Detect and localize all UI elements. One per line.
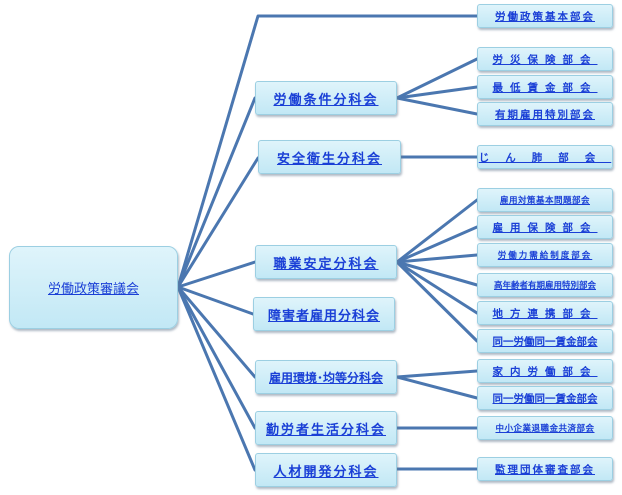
connector-root-seisaku <box>176 14 479 289</box>
subcouncil-chihou-renkei[interactable]: 地方連携部会 <box>477 301 613 325</box>
subcouncil-seisaku-kihon[interactable]: 労働政策基本部会 <box>477 4 613 28</box>
subcouncil-kanai-roudou-label[interactable]: 家内労働部会 <box>492 365 598 378</box>
connector-chihou <box>395 260 479 315</box>
council-jinzai[interactable]: 人材開発分科会 <box>255 453 397 487</box>
council-shougaisha-label[interactable]: 障害者雇用分科会 <box>267 308 380 324</box>
connector-root-shokugyou <box>176 260 257 289</box>
subcouncil-jinpai-label[interactable]: じん肺部会 <box>478 151 612 164</box>
council-koyou-kankyou[interactable]: 雇用環境･均等分科会 <box>255 360 397 394</box>
council-kinrousha-label[interactable]: 勤労者生活分科会 <box>265 422 386 438</box>
council-shokugyou-antei[interactable]: 職業安定分科会 <box>255 245 397 279</box>
subcouncil-chuushou-kigyou-label[interactable]: 中小企業退職金共済部会 <box>495 424 595 434</box>
subcouncil-jinpai[interactable]: じん肺部会 <box>477 145 613 169</box>
subcouncil-juukyuu-seido-label[interactable]: 労働力需給制度部会 <box>497 251 593 261</box>
subcouncil-rousai-hoken[interactable]: 労災保険部会 <box>477 47 613 71</box>
subcouncil-koyou-taisaku-label[interactable]: 雇用対策基本問題部会 <box>499 196 590 206</box>
subcouncil-douitsu-1[interactable]: 同一労働同一賃金部会 <box>477 329 613 353</box>
subcouncil-rousai-hoken-label[interactable]: 労災保険部会 <box>492 53 598 66</box>
connector-root-kinrousha <box>176 285 257 430</box>
connector-yuuki <box>395 96 479 116</box>
connector-koureisha <box>395 260 479 287</box>
connector-douitsu2 <box>395 375 479 400</box>
subcouncil-saitei-chingin[interactable]: 最低賃金部会 <box>477 75 613 99</box>
subcouncil-saitei-chingin-label[interactable]: 最低賃金部会 <box>492 81 598 94</box>
subcouncil-chihou-renkei-label[interactable]: 地方連携部会 <box>492 307 598 320</box>
connector-saitei <box>395 85 479 100</box>
connector-koyou-taisaku <box>395 198 479 264</box>
root-council-label[interactable]: 労働政策審議会 <box>47 282 139 297</box>
connector-douitsu1 <box>395 260 479 343</box>
connector-juukyuu <box>395 253 479 264</box>
subcouncil-seisaku-kihon-label[interactable]: 労働政策基本部会 <box>495 10 595 23</box>
connector-root-koyou-kankyou <box>176 285 257 379</box>
subcouncil-koyou-hoken[interactable]: 雇用保険部会 <box>477 215 613 239</box>
council-koyou-kankyou-label[interactable]: 雇用環境･均等分科会 <box>268 370 383 385</box>
subcouncil-chuushou-kigyou[interactable]: 中小企業退職金共済部会 <box>477 416 613 440</box>
council-roudou-jouken-label[interactable]: 労働条件分科会 <box>273 92 379 108</box>
connector-kanai <box>395 369 479 379</box>
council-roudou-jouken[interactable]: 労働条件分科会 <box>255 81 397 115</box>
subcouncil-koureisha-label[interactable]: 高年齢者有期雇用特別部会 <box>493 281 596 291</box>
subcouncil-douitsu-1-label[interactable]: 同一労働同一賃金部会 <box>492 335 598 348</box>
subcouncil-juukyuu-seido[interactable]: 労働力需給制度部会 <box>477 243 613 267</box>
subcouncil-yuuki-koyou-label[interactable]: 有期雇用特別部会 <box>495 108 595 121</box>
subcouncil-douitsu-2[interactable]: 同一労働同一賃金部会 <box>477 386 613 410</box>
connector-root-jinzai <box>176 285 257 472</box>
subcouncil-koureisha[interactable]: 高年齢者有期雇用特別部会 <box>477 273 613 297</box>
council-kinrousha[interactable]: 勤労者生活分科会 <box>255 411 397 445</box>
council-anzen-eisei-label[interactable]: 安全衛生分科会 <box>276 151 382 167</box>
connector-root-anzen <box>176 156 260 289</box>
subcouncil-yuuki-koyou[interactable]: 有期雇用特別部会 <box>477 102 613 126</box>
root-council-node[interactable]: 労働政策審議会 <box>9 246 178 329</box>
council-jinzai-label[interactable]: 人材開発分科会 <box>273 464 379 480</box>
subcouncil-koyou-hoken-label[interactable]: 雇用保険部会 <box>492 221 598 234</box>
subcouncil-kanri-dantai-label[interactable]: 監理団体審査部会 <box>495 463 595 476</box>
connector-rousai <box>395 57 479 100</box>
subcouncil-kanai-roudou[interactable]: 家内労働部会 <box>477 359 613 383</box>
connector-koyou-hoken <box>395 225 479 264</box>
connector-root-roudou-jouken <box>176 96 257 289</box>
council-shokugyou-antei-label[interactable]: 職業安定分科会 <box>273 256 379 272</box>
council-anzen-eisei[interactable]: 安全衛生分科会 <box>258 140 401 174</box>
subcouncil-douitsu-2-label[interactable]: 同一労働同一賃金部会 <box>492 392 598 405</box>
council-shougaisha[interactable]: 障害者雇用分科会 <box>253 297 395 331</box>
connector-root-shougaisha <box>176 285 255 316</box>
subcouncil-koyou-taisaku[interactable]: 雇用対策基本問題部会 <box>477 188 613 212</box>
subcouncil-kanri-dantai[interactable]: 監理団体審査部会 <box>477 457 613 481</box>
